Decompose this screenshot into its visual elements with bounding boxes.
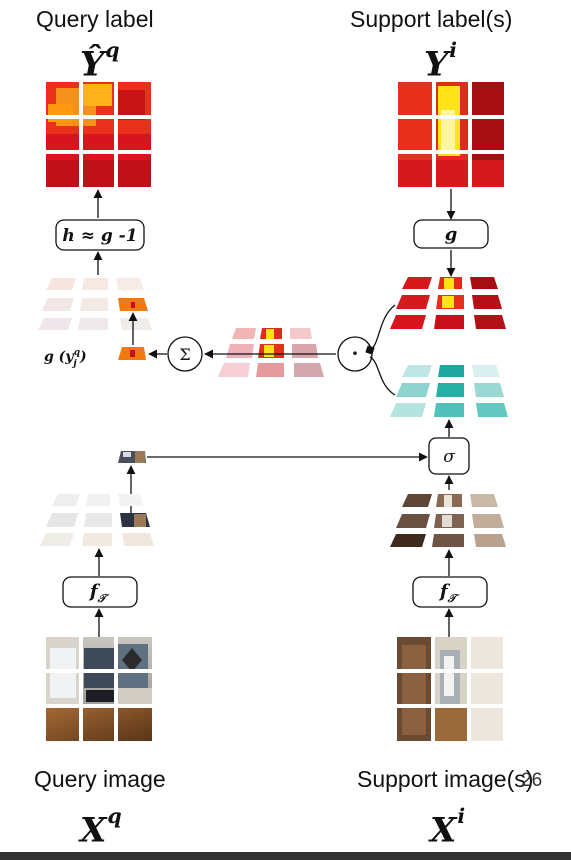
support-image-symbol: Xi	[430, 804, 466, 851]
support-image	[397, 637, 503, 741]
sum-symbol: Σ	[179, 345, 190, 364]
query-label-symbol-sup: q	[105, 38, 120, 62]
g-y-sub: j	[71, 359, 77, 369]
query-label-symbol: Ŷq	[80, 38, 120, 85]
support-image-tokens	[390, 494, 506, 547]
query-image-title: Query image	[34, 766, 166, 792]
support-image-title: Support image(s)	[357, 766, 534, 792]
g-text: g	[445, 224, 458, 245]
support-label-tokens	[390, 277, 506, 329]
weighted-tokens	[218, 328, 324, 377]
g-box: g	[413, 219, 489, 249]
g-y-label-text: g (y	[44, 349, 74, 365]
connector-feature-tokens-to-dot	[369, 356, 396, 396]
query-feature-tokens	[40, 494, 154, 546]
sum-node: Σ	[167, 336, 203, 372]
support-image-symbol-sup: i	[457, 804, 466, 828]
dot-node: ·	[337, 336, 373, 372]
support-label-symbol: Yi	[424, 38, 458, 85]
support-label-title: Support label(s)	[350, 6, 513, 32]
sigma-box: σ	[428, 437, 470, 475]
g-y-sup: q	[74, 348, 80, 358]
support-label-symbol-base: Y	[424, 44, 449, 85]
dot-symbol: ·	[352, 341, 359, 365]
g-y-label: g (yjq)	[44, 348, 87, 369]
query-single-token	[118, 451, 146, 463]
query-image-symbol-base: X	[80, 810, 107, 851]
support-label-symbol-sup: i	[449, 38, 458, 62]
support-label-heatmap	[398, 82, 504, 187]
support-image-symbol-base: X	[430, 810, 457, 851]
page-number: 26	[521, 770, 543, 791]
f-query-box: f𝒯	[62, 576, 138, 608]
query-image-symbol: Xq	[80, 804, 122, 851]
f-support-box: f𝒯	[412, 576, 488, 608]
query-image-symbol-sup: q	[107, 804, 122, 828]
g-y-close: )	[79, 349, 87, 365]
support-feature-tokens	[390, 365, 508, 417]
h-inverse-box: h ≈ g -1	[55, 219, 145, 251]
query-label-tokens	[38, 278, 152, 330]
query-label-heatmap	[46, 82, 151, 187]
query-output-token	[118, 347, 146, 360]
bottom-bar	[0, 852, 571, 860]
query-image	[46, 637, 152, 741]
query-label-title: Query label	[36, 6, 154, 32]
query-label-symbol-base: Ŷ	[80, 44, 105, 85]
h-inverse-text: h ≈ g -1	[62, 226, 137, 246]
connector-label-tokens-to-dot	[365, 304, 396, 355]
sigma-symbol: σ	[443, 447, 455, 467]
